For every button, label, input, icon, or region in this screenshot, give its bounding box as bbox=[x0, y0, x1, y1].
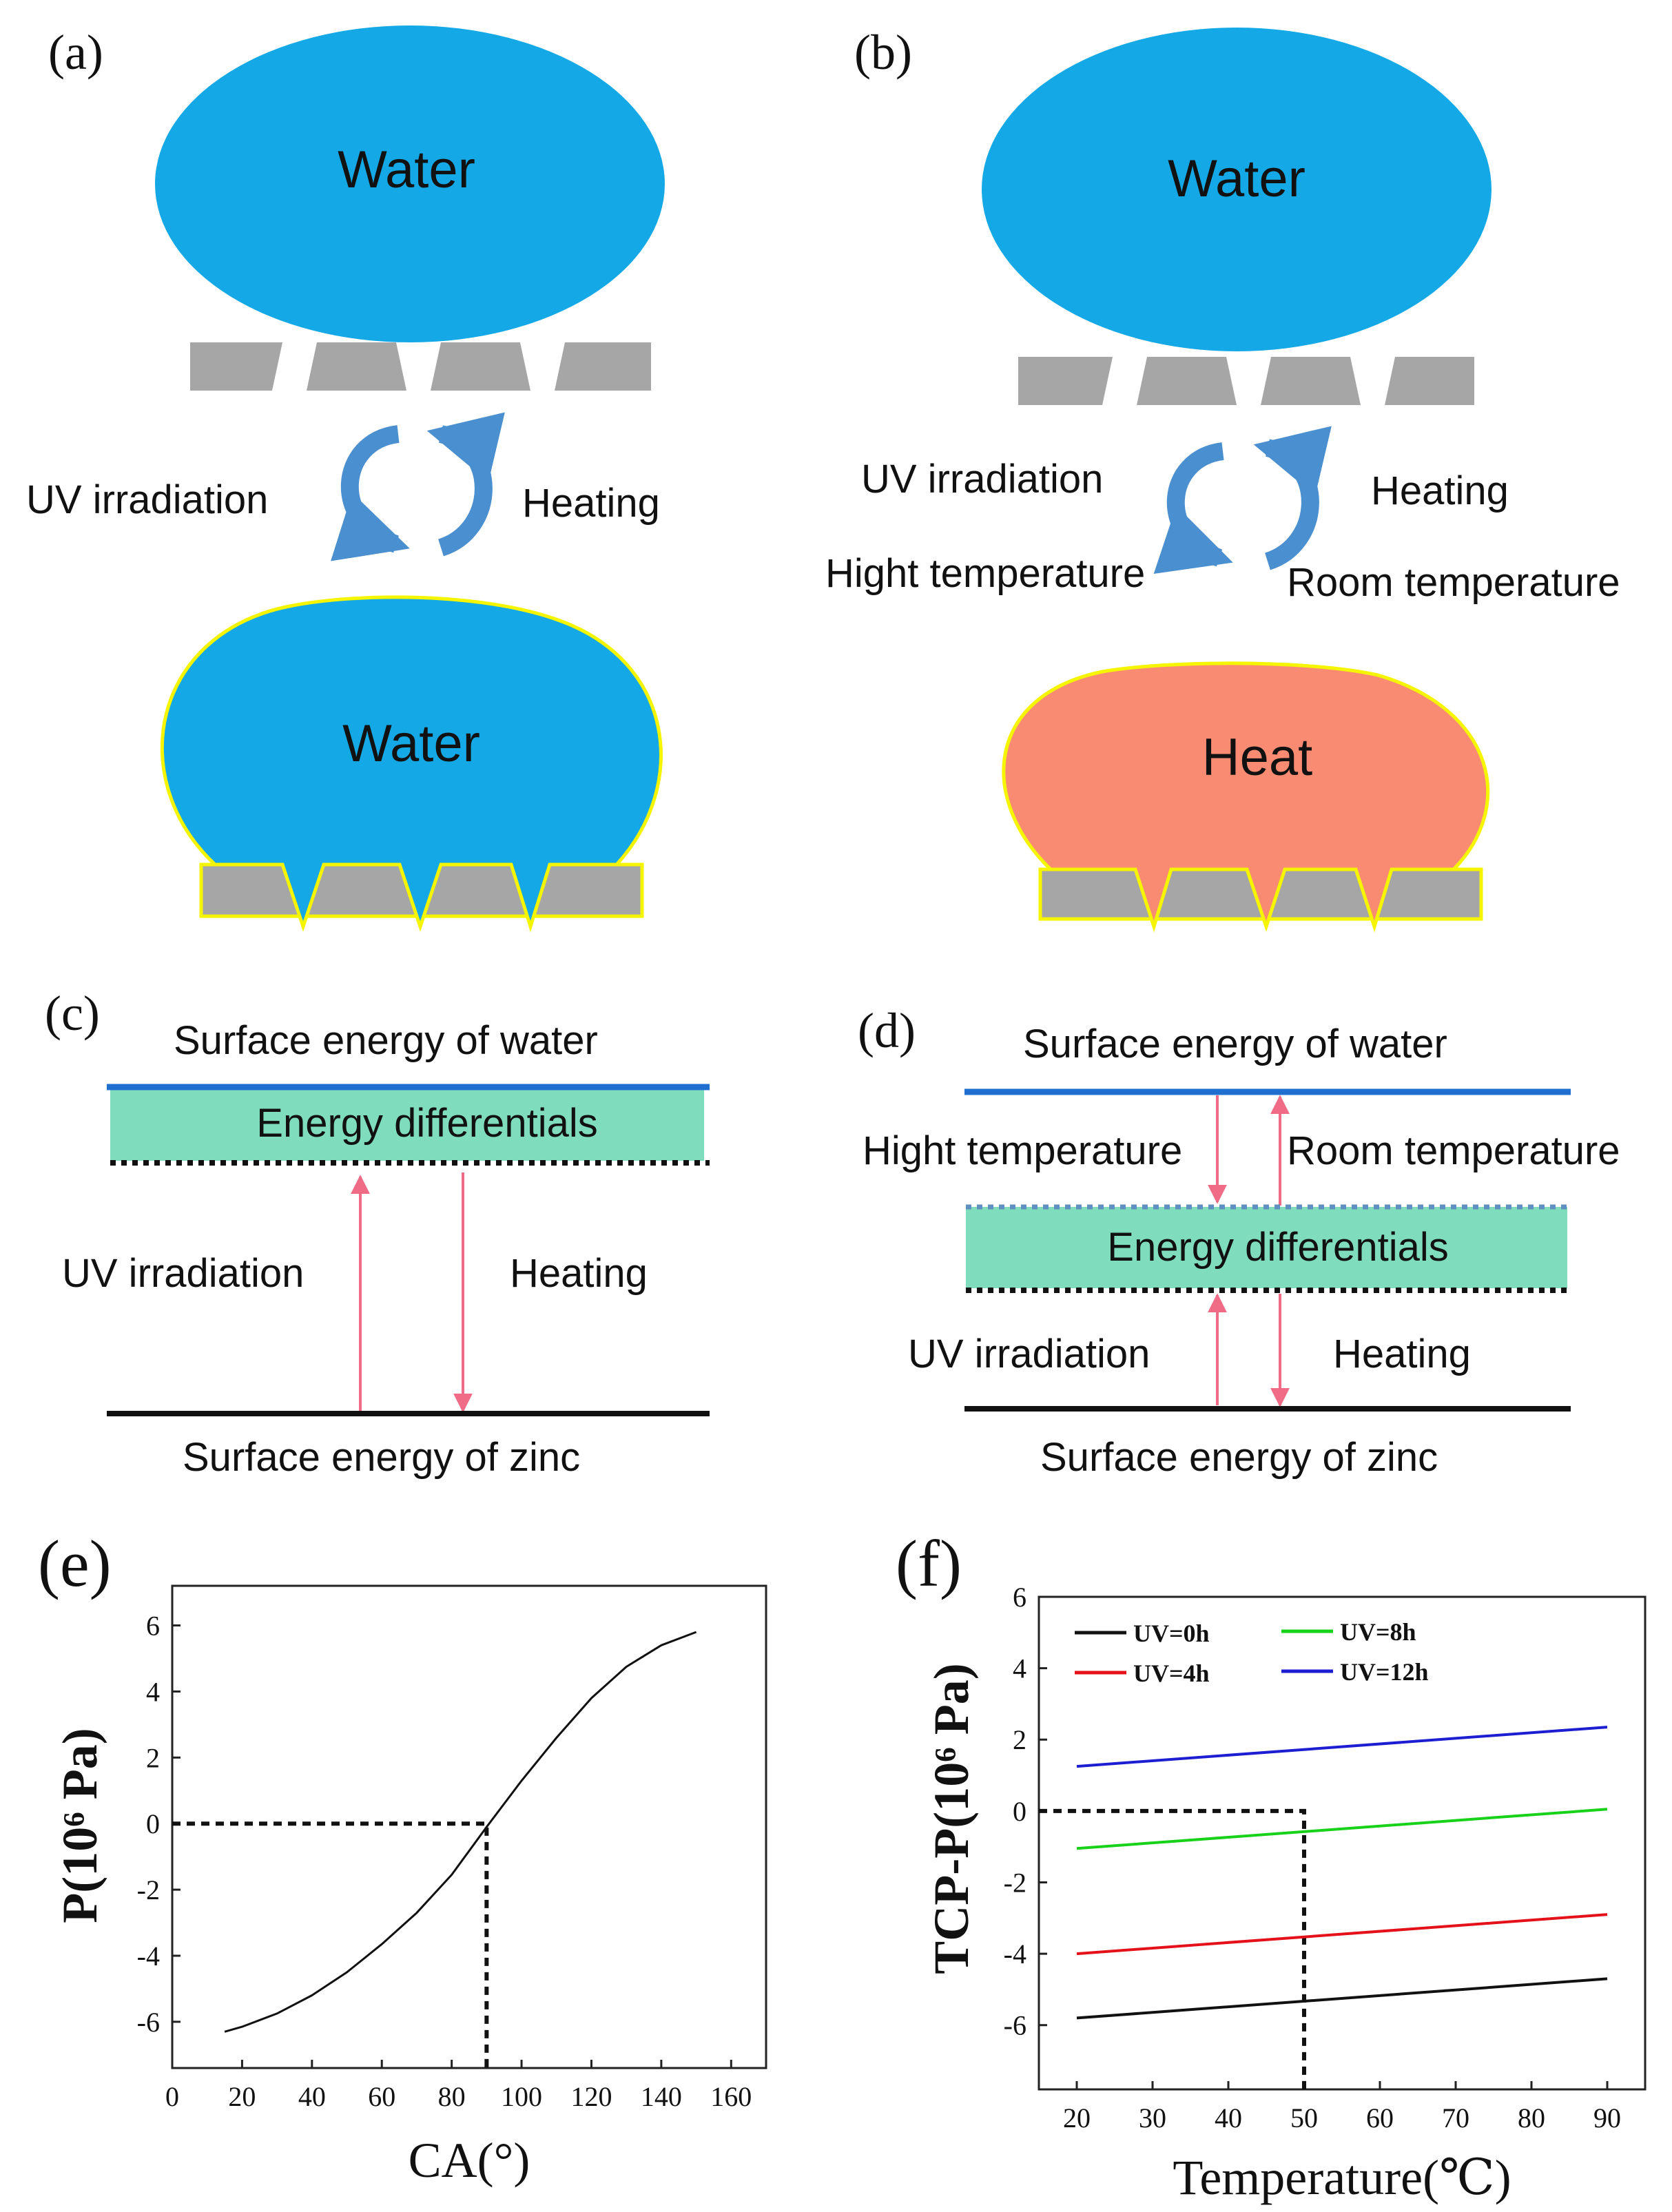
y-tick-label: 4 bbox=[1013, 1653, 1026, 1684]
x-tick-label: 40 bbox=[298, 2081, 326, 2112]
x-tick-label: 60 bbox=[1366, 2102, 1394, 2133]
x-tick-label: 0 bbox=[165, 2081, 179, 2112]
x-tick-label: 140 bbox=[641, 2081, 682, 2112]
drop-label-top-a: Water bbox=[338, 141, 475, 199]
label-heating-a: Heating bbox=[522, 481, 660, 526]
label-hight-temp-d: Hight temperature bbox=[863, 1128, 1182, 1173]
y-tick-label: -6 bbox=[137, 2007, 160, 2038]
label-uv-c: UV irradiation bbox=[62, 1251, 304, 1296]
x-tick-label: 100 bbox=[501, 2081, 542, 2112]
chart-f: (f) 20 30 40 50 60 70 80 90 -6 -4 -2 0 2 4 6 UV=0h UV=8… bbox=[896, 1527, 1647, 2205]
band-label-d: Energy differentials bbox=[1107, 1225, 1448, 1270]
reference-dashed-line bbox=[172, 1821, 489, 2068]
x-tick-label: 90 bbox=[1593, 2102, 1621, 2133]
chart-e-marks: 0 20 40 60 80 100 120 140 160 -6 -4 -2 0 2 4 6 bbox=[137, 1611, 752, 2112]
legend-label: UV=4h bbox=[1133, 1660, 1210, 1687]
x-tick-label: 80 bbox=[1518, 2102, 1545, 2133]
band-label-c: Energy differentials bbox=[256, 1101, 597, 1146]
label-uv-b: UV irradiation bbox=[861, 457, 1103, 502]
y-tick-label: -2 bbox=[137, 1874, 160, 1905]
label-hight-temp-b: Hight temperature bbox=[825, 551, 1145, 596]
series-line-uv-12h bbox=[1076, 1726, 1608, 1768]
x-tick-label: 160 bbox=[710, 2081, 752, 2112]
y-tick-label: -4 bbox=[137, 1941, 160, 1972]
y-tick-label: -6 bbox=[1004, 2010, 1026, 2041]
x-tick-label: 120 bbox=[570, 2081, 612, 2112]
panel-c: (c) Surface energy of water Energy diffe… bbox=[45, 986, 710, 1480]
label-uv-a: UV irradiation bbox=[26, 477, 268, 522]
series-line bbox=[224, 1631, 697, 2033]
water-droplet-top-a bbox=[155, 25, 665, 342]
substrate-top-a bbox=[190, 342, 651, 391]
label-zinc-energy-c: Surface energy of zinc bbox=[183, 1435, 580, 1480]
x-tick-label: 50 bbox=[1290, 2102, 1318, 2133]
series-line-uv-0h bbox=[1076, 1977, 1608, 2020]
drop-label-bottom-b: Heat bbox=[1202, 728, 1313, 787]
chart-f-marks: 20 30 40 50 60 70 80 90 -6 -4 -2 0 2 4 6 bbox=[1004, 1582, 1621, 2133]
x-tick-label: 30 bbox=[1139, 2102, 1166, 2133]
label-water-energy-d: Surface energy of water bbox=[1023, 1022, 1447, 1066]
chart-e-ylabel: P(10⁶ Pa) bbox=[52, 1728, 107, 1923]
panel-d-letter: (d) bbox=[858, 1003, 916, 1058]
cycle-arrows-a bbox=[330, 412, 505, 561]
cycle-arrows-b bbox=[1153, 426, 1332, 574]
label-water-energy-c: Surface energy of water bbox=[174, 1018, 598, 1063]
drop-label-bottom-a: Water bbox=[342, 714, 480, 773]
series-line-uv-4h bbox=[1076, 1913, 1608, 1956]
water-droplet-top-b bbox=[982, 28, 1492, 351]
substrate-top-b bbox=[1018, 357, 1474, 405]
chart-f-frame bbox=[1038, 1595, 1647, 2091]
chart-e-letter: (e) bbox=[38, 1527, 112, 1600]
y-tick-label: -2 bbox=[1004, 1867, 1026, 1898]
panel-c-letter: (c) bbox=[45, 986, 100, 1041]
y-tick-label: 6 bbox=[146, 1611, 160, 1642]
x-tick-label: 20 bbox=[1063, 2102, 1091, 2133]
label-room-temp-d: Room temperature bbox=[1287, 1128, 1620, 1173]
y-tick-label: -4 bbox=[1004, 1939, 1026, 1970]
energy-band-c bbox=[110, 1087, 704, 1161]
heat-droplet-bottom-b bbox=[1002, 661, 1490, 933]
water-droplet-bottom-a bbox=[160, 595, 663, 933]
label-heating-c: Heating bbox=[510, 1251, 648, 1296]
y-tick-label: 4 bbox=[146, 1676, 160, 1707]
panel-a: (a) Water UV irradiation Heating Water bbox=[26, 25, 665, 933]
label-room-temp-b: Room temperature bbox=[1287, 560, 1620, 605]
series-line-uv-8h bbox=[1076, 1808, 1608, 1850]
chart-f-xlabel: Temperature(℃) bbox=[1173, 2150, 1511, 2205]
x-tick-label: 80 bbox=[438, 2081, 466, 2112]
chart-e-frame bbox=[171, 1584, 767, 2069]
panel-d: (d) Surface energy of water Hight temper… bbox=[858, 1003, 1620, 1480]
label-zinc-energy-d: Surface energy of zinc bbox=[1040, 1435, 1438, 1480]
drop-label-top-b: Water bbox=[1168, 149, 1305, 208]
panel-b: (b) Water UV irradiation Hight temperatu… bbox=[825, 25, 1620, 933]
chart-e-xlabel: CA(°) bbox=[409, 2133, 530, 2188]
y-tick-label: 2 bbox=[146, 1742, 160, 1773]
label-uv-d: UV irradiation bbox=[908, 1332, 1150, 1376]
chart-e: (e) 0 20 40 60 80 100 120 140 160 -6 -4 -2 0 2 4 6 CA(°… bbox=[38, 1527, 767, 2188]
panel-b-letter: (b) bbox=[854, 25, 912, 80]
reference-dashed-line bbox=[1039, 1808, 1306, 2089]
x-tick-label: 40 bbox=[1215, 2102, 1242, 2133]
chart-f-letter: (f) bbox=[896, 1527, 962, 1600]
y-tick-label: 0 bbox=[146, 1808, 160, 1839]
panel-a-letter: (a) bbox=[48, 25, 103, 80]
legend-label: UV=12h bbox=[1340, 1658, 1429, 1686]
y-tick-label: 2 bbox=[1013, 1724, 1026, 1755]
legend-label: UV=8h bbox=[1340, 1618, 1416, 1646]
x-tick-label: 70 bbox=[1442, 2102, 1469, 2133]
x-tick-label: 60 bbox=[368, 2081, 395, 2112]
x-tick-label: 20 bbox=[228, 2081, 256, 2112]
label-heating-d: Heating bbox=[1333, 1332, 1471, 1376]
y-tick-label: 6 bbox=[1013, 1582, 1026, 1613]
label-heating-b: Heating bbox=[1371, 468, 1509, 513]
energy-band-d bbox=[966, 1207, 1567, 1288]
y-tick-label: 0 bbox=[1013, 1796, 1026, 1827]
chart-f-ylabel: TCP-P(10⁶ Pa) bbox=[924, 1663, 979, 1974]
legend-label: UV=0h bbox=[1133, 1620, 1210, 1647]
